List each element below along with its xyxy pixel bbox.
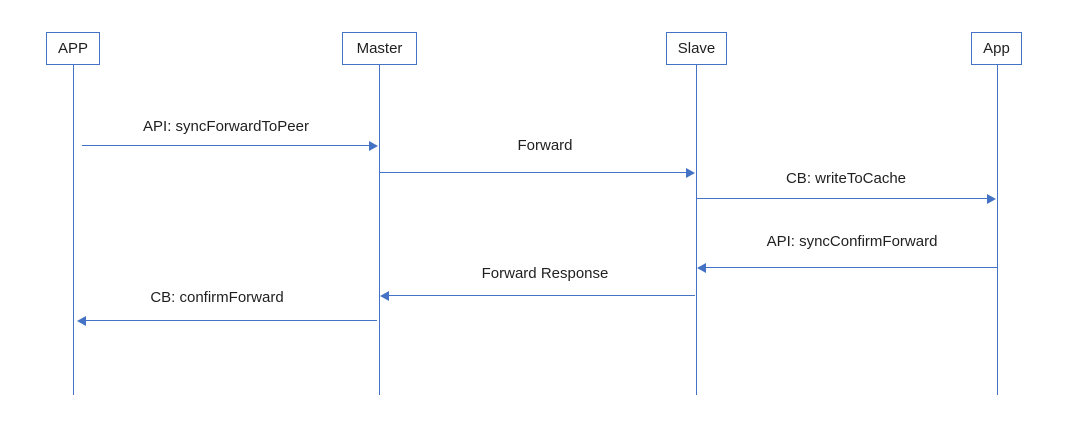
arrowhead-right-icon — [686, 168, 695, 178]
message-label-forward: Forward — [517, 137, 573, 154]
lifeline-app — [996, 65, 998, 395]
actor-label: Slave — [677, 40, 716, 57]
message-line — [696, 198, 987, 199]
lifeline-slave — [695, 65, 697, 395]
arrowhead-right-icon — [987, 194, 996, 204]
message-label-forward-response: Forward Response — [481, 265, 609, 282]
message-label-write-to-cache: CB: writeToCache — [785, 170, 907, 187]
arrowhead-left-icon — [77, 316, 86, 326]
arrowhead-right-icon — [369, 141, 378, 151]
message-label-confirm-forward: CB: confirmForward — [150, 289, 284, 306]
actor-label: App — [983, 40, 1010, 57]
actor-label: APP — [57, 40, 88, 57]
message-label-sync-confirm-forward: API: syncConfirmForward — [766, 233, 938, 250]
message-line — [389, 295, 695, 296]
arrowhead-left-icon — [697, 263, 706, 273]
message-line — [82, 145, 369, 146]
message-label-sync-forward-to-peer: API: syncForwardToPeer — [143, 118, 309, 135]
message-line — [706, 267, 997, 268]
actor-box-master: Master — [342, 32, 417, 65]
message-line — [379, 172, 686, 173]
actor-label: Master — [356, 40, 403, 57]
arrowhead-left-icon — [380, 291, 389, 301]
actor-box-slave: Slave — [666, 32, 727, 65]
actor-box-app: App — [971, 32, 1022, 65]
actor-box-app-caps: APP — [46, 32, 100, 65]
lifeline-app-caps — [72, 65, 74, 395]
lifeline-master — [378, 65, 380, 395]
message-line — [86, 320, 377, 321]
